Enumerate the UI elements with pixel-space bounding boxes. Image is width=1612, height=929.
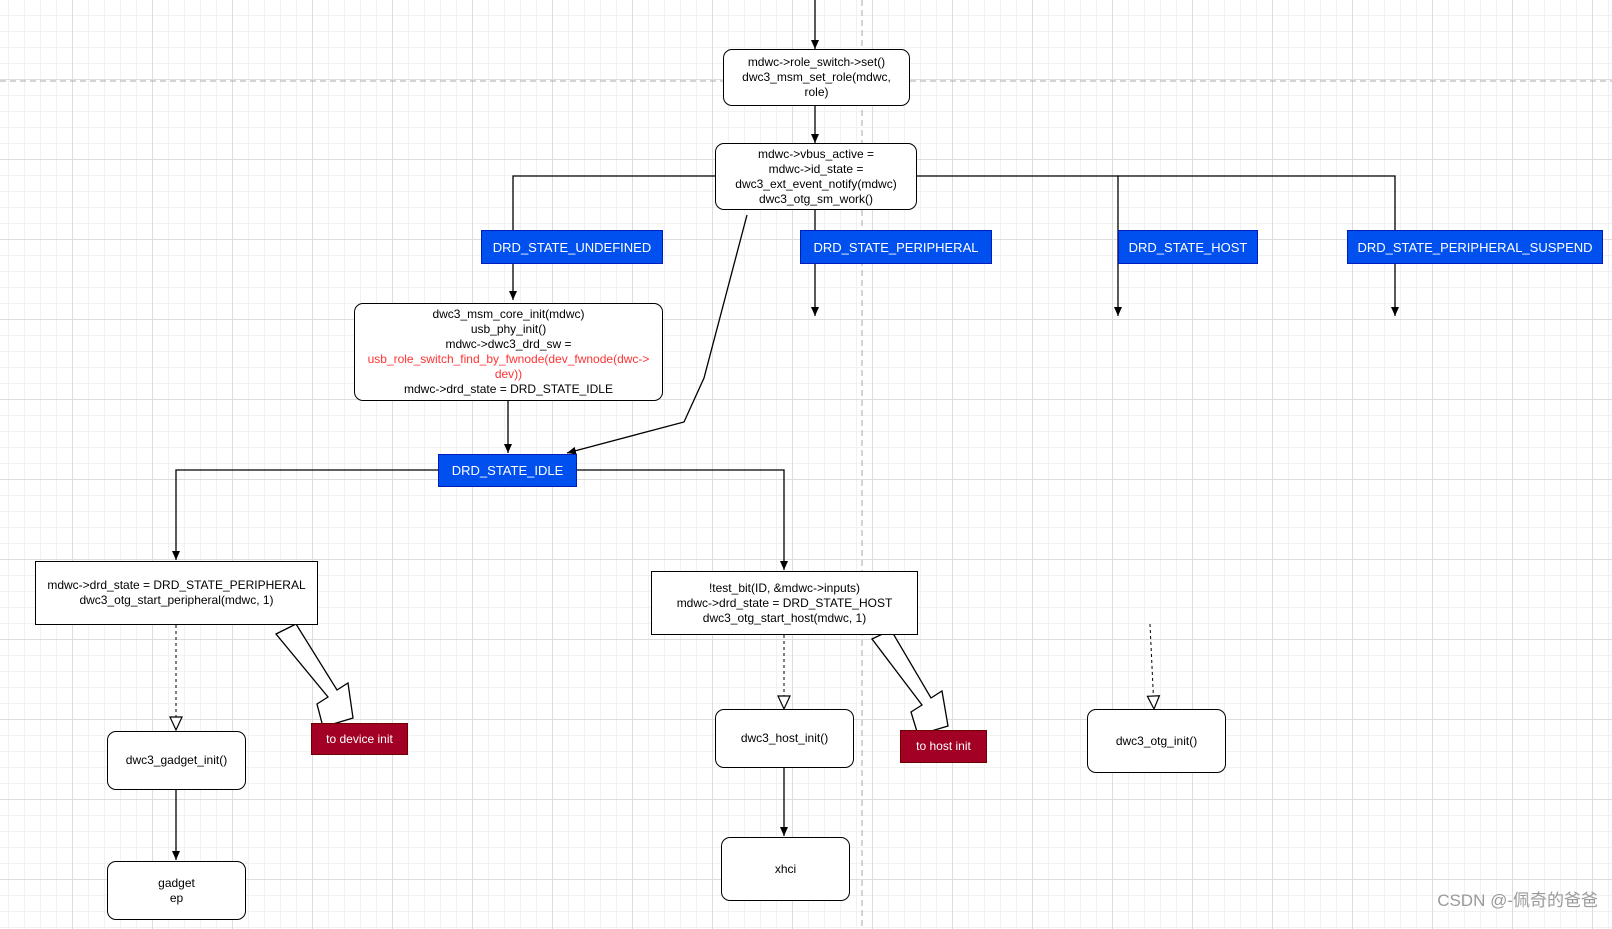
start-peripheral-node[interactable]: mdwc->drd_state = DRD_STATE_PERIPHERAL d… [35,561,318,625]
role-switch-line-2: dwc3_msm_set_role(mdwc, [742,70,891,84]
event-notify-node[interactable]: mdwc->vbus_active = mdwc->id_state = dwc… [715,143,917,210]
start-host-line-3: dwc3_otg_start_host(mdwc, 1) [702,610,867,625]
edge-notify-to-peripheral-suspend [1118,175,1399,316]
edge-idle-to-start-peripheral [172,469,438,560]
notify-line-2: mdwc->id_state = [768,161,864,176]
edge-notify-to-idle [566,214,748,455]
to-host-init-tag[interactable]: to host init [900,730,987,763]
host-init-node[interactable]: dwc3_host_init() [715,709,854,768]
start-peripheral-line-2: dwc3_otg_start_peripheral(mdwc, 1) [79,593,274,607]
start-host-line-2: mdwc->drd_state = DRD_STATE_HOST [676,595,893,610]
big-arrow-to-device-init [274,623,354,728]
notify-line-4: dwc3_otg_sm_work() [758,191,874,206]
state-peripheral-suspend-label[interactable]: DRD_STATE_PERIPHERAL_SUSPEND [1347,230,1603,264]
core-init-line-3: mdwc->dwc3_drd_sw = [445,337,572,351]
core-init-line-last: mdwc->drd_state = DRD_STATE_IDLE [404,382,613,396]
xhci-node[interactable]: xhci [721,837,850,901]
start-host-node[interactable]: !test_bit(ID, &mdwc->inputs) mdwc->drd_s… [651,571,918,635]
notify-line-3: dwc3_ext_event_notify(mdwc) [735,176,897,191]
gadget-init-node[interactable]: dwc3_gadget_init() [107,731,246,790]
edge-idle-to-start-host [577,469,788,570]
role-switch-line-1: mdwc->role_switch->set() [747,55,886,69]
to-device-init-tag[interactable]: to device init [311,723,408,755]
notify-line-1: mdwc->vbus_active = [757,146,875,161]
core-init-line-1: dwc3_msm_core_init(mdwc) [432,307,585,321]
gadget-ep-line-1: gadget [158,875,195,890]
role-switch-lookup-highlight: usb_role_switch_find_by_fwnode(dev_fwnod… [367,352,650,381]
csdn-watermark: CSDN @-佩奇的爸爸 [1437,891,1598,910]
edge-into-otg-init [1146,623,1161,711]
state-host-label[interactable]: DRD_STATE_HOST [1118,230,1258,264]
state-idle-label[interactable]: DRD_STATE_IDLE [438,454,577,487]
role-switch-node[interactable]: mdwc->role_switch->set() dwc3_msm_set_ro… [723,49,910,106]
big-arrow-to-host-init [870,629,949,736]
state-peripheral-label[interactable]: DRD_STATE_PERIPHERAL [800,230,992,264]
core-init-line-2: usb_phy_init() [470,322,547,336]
gadget-ep-node[interactable]: gadget ep [107,861,246,920]
core-init-node[interactable]: dwc3_msm_core_init(mdwc) usb_phy_init() … [354,303,663,401]
otg-init-node[interactable]: dwc3_otg_init() [1087,709,1226,773]
start-host-line-1: !test_bit(ID, &mdwc->inputs) [708,580,861,595]
gadget-ep-line-2: ep [169,890,184,905]
role-switch-line-3: role) [804,85,829,99]
start-peripheral-line-1: mdwc->drd_state = DRD_STATE_PERIPHERAL [47,578,306,592]
state-undefined-label[interactable]: DRD_STATE_UNDEFINED [481,230,663,264]
